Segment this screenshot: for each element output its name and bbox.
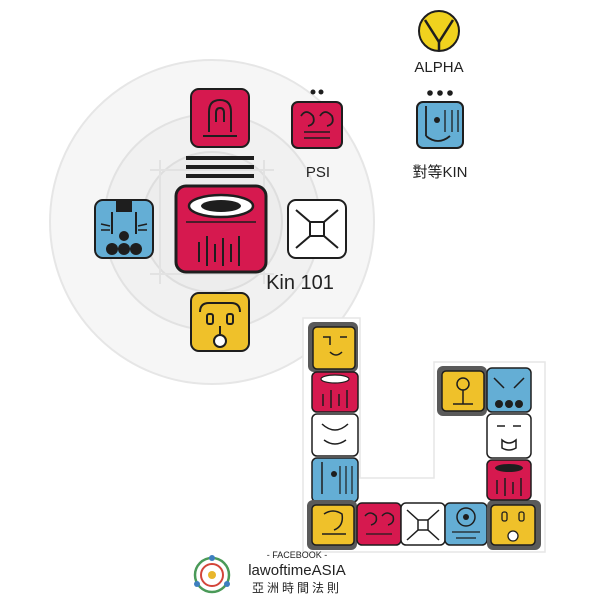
analog-kin-seal <box>416 90 464 149</box>
destiny-seal-red <box>174 184 268 274</box>
psi-seal <box>291 89 343 149</box>
tone-three-bars <box>186 156 254 178</box>
alpha-symbol <box>418 10 460 52</box>
guide-seal-red <box>190 88 250 148</box>
analog-seal-white <box>287 199 347 259</box>
wavespell-right-column <box>437 366 532 501</box>
brand-name: lawoftimeASIA <box>248 562 346 579</box>
wavespell-left-column <box>308 322 359 503</box>
analog-kin-label: 對等KIN <box>412 163 467 181</box>
facebook-label: - FACEBOOK - <box>267 550 328 560</box>
alpha-label: ALPHA <box>414 59 463 76</box>
brand-logo <box>193 555 231 594</box>
kin-number-label: Kin 101 <box>266 272 334 294</box>
occult-seal-yellow <box>190 292 250 352</box>
antipode-seal-blue <box>94 199 154 259</box>
brand-subtitle: 亞洲時間法則 <box>252 581 342 595</box>
wavespell-bottom-row <box>307 500 541 550</box>
psi-label: PSI <box>306 164 330 181</box>
